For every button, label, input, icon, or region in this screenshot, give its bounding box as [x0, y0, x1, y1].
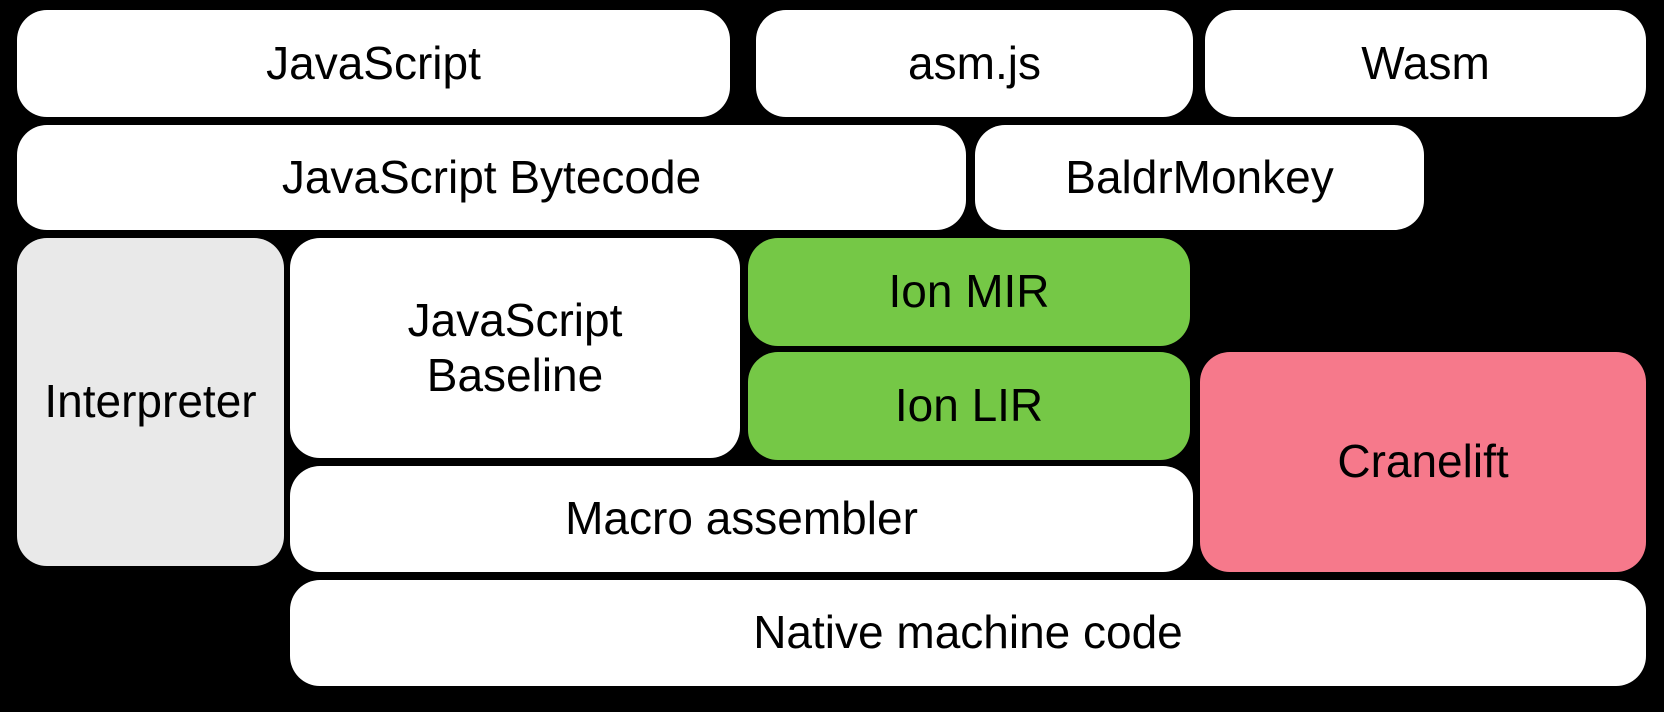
node-javascript-bytecode-label: JavaScript Bytecode	[281, 150, 702, 203]
node-ion-mir-label: Ion MIR	[888, 265, 1050, 318]
node-ion-lir-label: Ion LIR	[894, 379, 1044, 432]
node-javascript: JavaScript	[17, 10, 730, 117]
node-baldrmonkey: BaldrMonkey	[975, 125, 1424, 230]
node-asmjs: asm.js	[756, 10, 1193, 117]
node-asmjs-label: asm.js	[908, 36, 1041, 89]
node-macro-assembler-label: Macro assembler	[565, 492, 918, 545]
node-wasm: Wasm	[1205, 10, 1646, 117]
node-native-machine-code: Native machine code	[290, 580, 1646, 686]
node-cranelift: Cranelift	[1200, 352, 1646, 572]
node-macro-assembler: Macro assembler	[290, 466, 1193, 572]
node-native-machine-code-label: Native machine code	[753, 606, 1183, 659]
node-ion-lir: Ion LIR	[748, 352, 1190, 460]
node-javascript-bytecode: JavaScript Bytecode	[17, 125, 966, 230]
node-javascript-baseline: JavaScript Baseline	[290, 238, 740, 458]
node-baldrmonkey-label: BaldrMonkey	[1065, 150, 1334, 203]
node-interpreter-label: Interpreter	[44, 375, 257, 428]
node-ion-mir: Ion MIR	[748, 238, 1190, 346]
node-javascript-label: JavaScript	[266, 36, 481, 89]
node-cranelift-label: Cranelift	[1337, 435, 1509, 488]
node-wasm-label: Wasm	[1361, 36, 1490, 89]
node-javascript-baseline-label: JavaScript Baseline	[407, 293, 623, 401]
node-interpreter: Interpreter	[17, 238, 284, 566]
